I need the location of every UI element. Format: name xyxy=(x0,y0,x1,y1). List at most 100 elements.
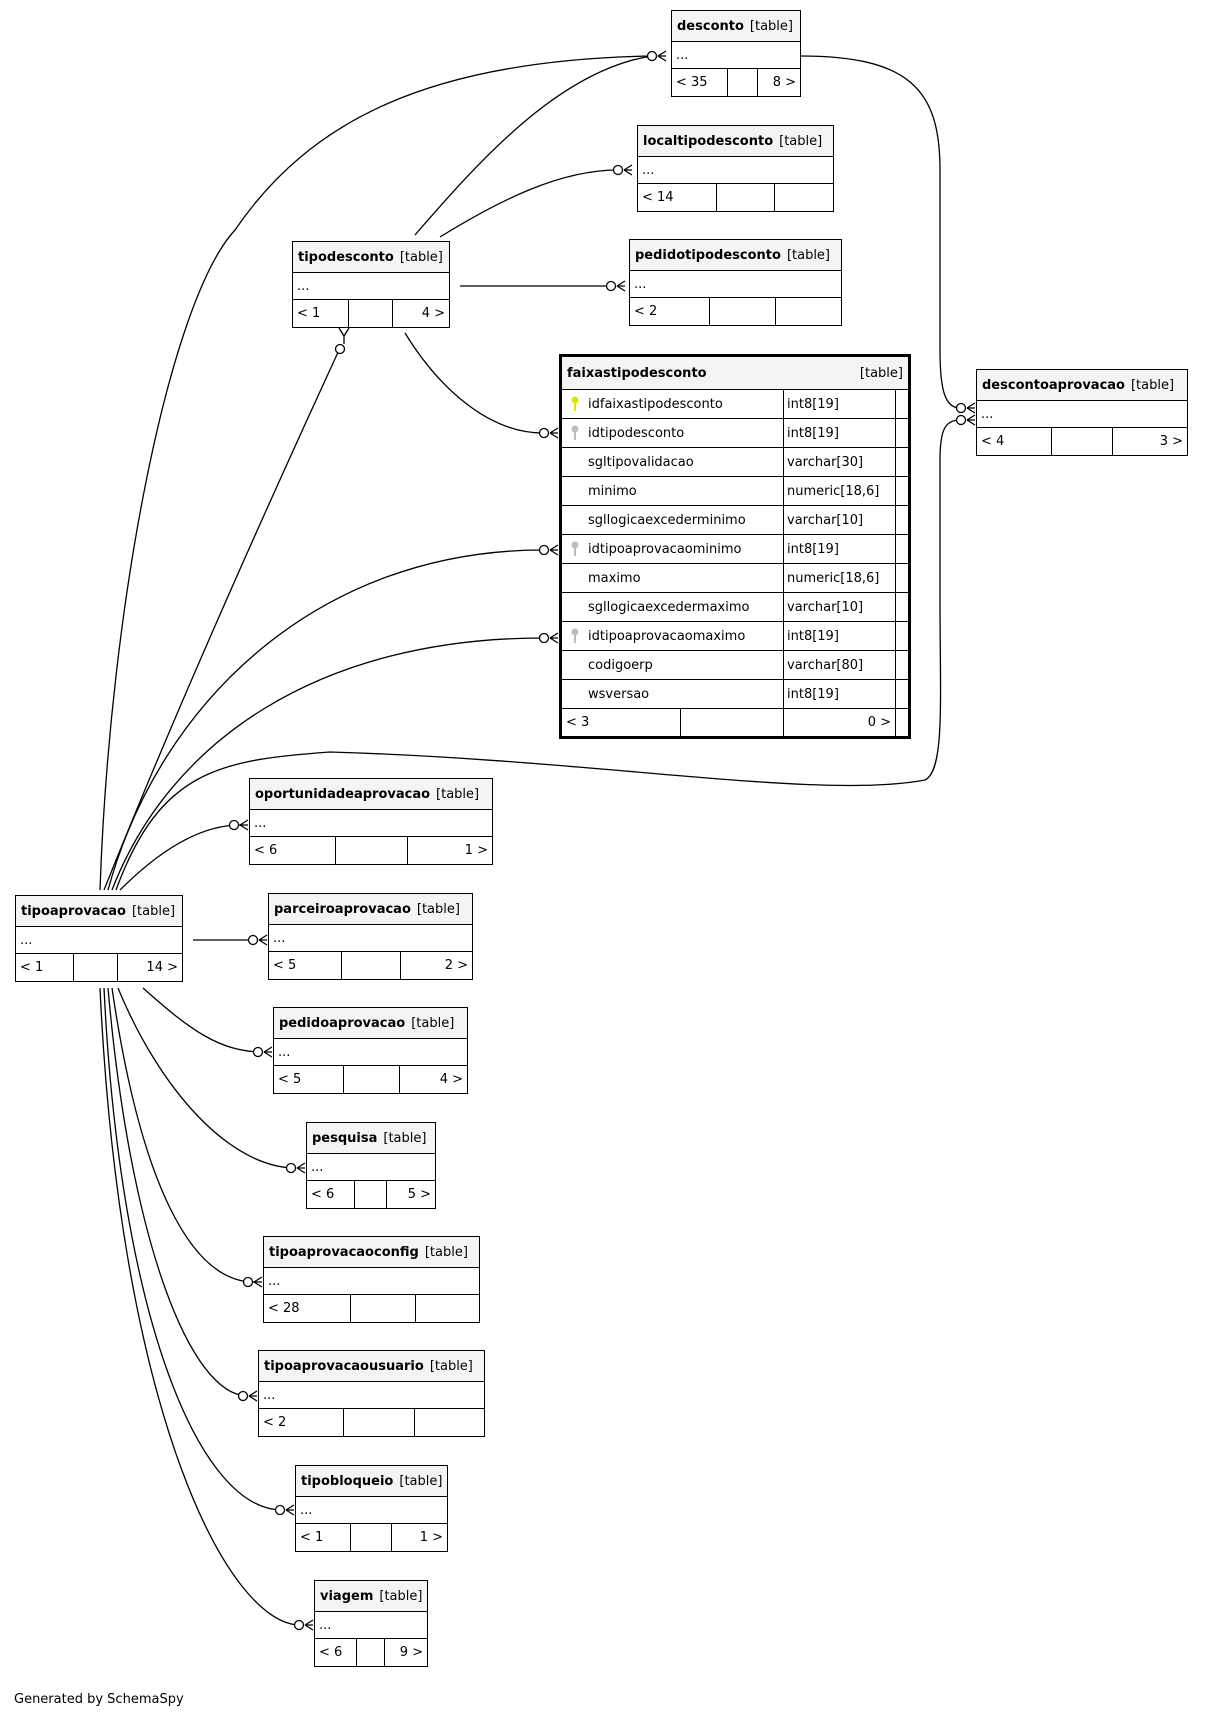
column-name: idtipoaprovacaomaximo xyxy=(562,622,784,650)
table-columns-collapsed: ... xyxy=(672,42,800,69)
table-kind: [table] xyxy=(1130,377,1175,393)
table-columns-collapsed: ... xyxy=(274,1039,467,1066)
table-columns-collapsed: ... xyxy=(250,810,492,837)
column-count xyxy=(74,954,118,981)
edge-tipodesconto-localtipodesconto xyxy=(439,169,619,238)
table-name: tipobloqueio xyxy=(301,1473,394,1489)
child-count: 4 > xyxy=(439,1072,463,1087)
column-count xyxy=(355,1181,387,1208)
child-count: 0 > xyxy=(784,709,896,736)
column-name: sgllogicaexcedermaximo xyxy=(562,593,784,621)
endpoint-oportunidadeaprovacao xyxy=(228,819,249,831)
column-count xyxy=(349,300,393,327)
endpoint-descontoaprovacao-b xyxy=(955,414,976,426)
table-columns-collapsed: ... xyxy=(16,927,182,954)
table-kind: [table] xyxy=(411,1015,455,1031)
column-count xyxy=(344,1066,400,1093)
table-kind: [table] xyxy=(379,1588,423,1604)
table-kind: [table] xyxy=(416,901,460,917)
table-kind: [table] xyxy=(424,1244,468,1260)
endpoint-pesquisa xyxy=(285,1162,306,1174)
endpoint-parceiroaprovacao xyxy=(247,934,268,946)
foreign-key-icon xyxy=(571,541,579,556)
column-name-text: idtipoaprovacaomaximo xyxy=(588,628,746,644)
edge-tipoaprovacao-tipoaprovacaoconfig xyxy=(111,987,255,1283)
table-kind: [table] xyxy=(383,1130,427,1146)
parent-count: < 6 xyxy=(250,837,336,864)
table-name: tipoaprovacaoconfig xyxy=(269,1244,419,1260)
table-columns-collapsed: ... xyxy=(977,401,1187,428)
primary-key-icon xyxy=(571,396,579,411)
parent-count: < 4 xyxy=(977,428,1052,455)
table-name: pesquisa xyxy=(312,1130,378,1146)
table-tipoaprovacaousuario[interactable]: tipoaprovacaousuario[table] ... < 2 xyxy=(258,1350,485,1437)
table-localtipodesconto[interactable]: localtipodesconto[table] ... < 14 xyxy=(637,125,834,212)
parent-count: < 1 xyxy=(296,1524,351,1551)
table-faixastipodesconto[interactable]: faixastipodesconto [table] idfaixastipode… xyxy=(559,354,911,739)
table-kind: [table] xyxy=(436,786,480,802)
edge-desconto-descontoaprovacao xyxy=(799,55,961,409)
table-kind: [table] xyxy=(786,247,831,263)
table-columns-collapsed: ... xyxy=(315,1612,427,1639)
edge-tipoaprovacao-tipobloqueio xyxy=(103,987,283,1511)
column-type: int8[19] xyxy=(784,390,896,418)
parent-count: < 2 xyxy=(259,1409,344,1436)
column-name: wsversao xyxy=(562,680,784,708)
column-name-text: minimo xyxy=(588,483,637,499)
endpoint-viagem xyxy=(293,1619,314,1631)
table-columns-collapsed: ... xyxy=(638,157,833,184)
table-name: faixastipodesconto xyxy=(567,365,707,381)
table-tipoaprovacaoconfig[interactable]: tipoaprovacaoconfig[table] ... < 28 xyxy=(263,1236,480,1323)
parent-count: < 5 xyxy=(274,1066,344,1093)
endpoint-tipobloqueio xyxy=(274,1504,295,1516)
endpoint-pedidotipodesconto xyxy=(605,280,626,292)
table-name: tipoaprovacaousuario xyxy=(264,1358,424,1374)
column-name: codigoerp xyxy=(562,651,784,679)
child-count: 8 > xyxy=(772,75,796,90)
parent-count: < 28 xyxy=(264,1295,351,1322)
column-type: varchar[10] xyxy=(784,593,896,621)
table-columns-collapsed: ... xyxy=(296,1497,447,1524)
column-name-text: codigoerp xyxy=(588,657,653,673)
edge-tipoaprovacao-pesquisa xyxy=(117,987,297,1169)
table-kind: [table] xyxy=(859,365,903,381)
column-count xyxy=(357,1639,385,1666)
column-type: int8[19] xyxy=(784,535,896,563)
parent-count: < 6 xyxy=(307,1181,355,1208)
endpoint-tipoaprovacaoconfig xyxy=(242,1276,263,1288)
column-name: sgllogicaexcederminimo xyxy=(562,506,784,534)
parent-count: < 2 xyxy=(630,298,710,325)
column-count xyxy=(1052,428,1113,455)
table-kind: [table] xyxy=(131,903,176,919)
child-count: 4 > xyxy=(421,306,445,321)
endpoint-faixas-min xyxy=(538,544,559,556)
column-name: sgltipovalidacao xyxy=(562,448,784,476)
column-name-text: sgllogicaexcederminimo xyxy=(588,512,746,528)
child-count: 1 > xyxy=(419,1530,443,1545)
table-columns-collapsed: ... xyxy=(307,1154,435,1181)
column-count xyxy=(728,69,758,96)
column-name-text: maximo xyxy=(588,570,641,586)
edge-tipoaprovacao-pedidoaprovacao xyxy=(142,987,264,1053)
table-columns-collapsed: ... xyxy=(630,271,841,298)
table-pedidotipodesconto[interactable]: pedidotipodesconto[table] ... < 2 xyxy=(629,239,842,326)
column-type: varchar[80] xyxy=(784,651,896,679)
column-name: idfaixastipodesconto xyxy=(562,390,784,418)
column-type: varchar[10] xyxy=(784,506,896,534)
